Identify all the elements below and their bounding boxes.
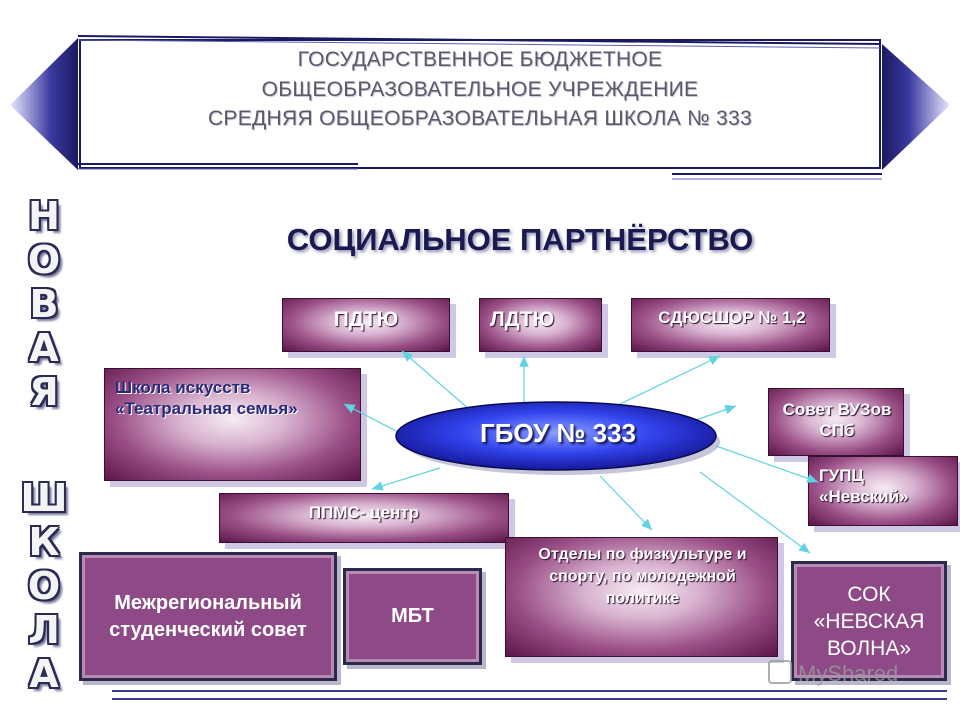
partner-sok: СОК «НЕВСКАЯ ВОЛНА»: [791, 561, 947, 681]
partner-sovet-vuzov: Совет ВУЗов СПб: [768, 388, 904, 456]
slogan-letter: Л: [28, 608, 60, 652]
partner-ldtyu: ЛДТЮ: [479, 298, 602, 352]
slogan-letter: Н: [28, 194, 60, 238]
watermark: MyShared: [768, 660, 898, 687]
partner-sdyushor: СДЮСШОР № 1,2: [631, 298, 830, 352]
right-arrow-decoration: [882, 44, 950, 170]
partner-otdely-label: Отделы по физкультуре и спорту, по молод…: [538, 546, 747, 607]
partner-ppms-label: ППМС- центр: [308, 503, 420, 522]
slogan-letter: О: [27, 564, 61, 608]
slogan-letter: А: [29, 652, 59, 696]
partner-sdyushor-label: СДЮСШОР № 1,2: [658, 308, 806, 327]
partner-gupts-label: ГУПЦ «Невский»: [819, 466, 909, 506]
slogan-letter: К: [28, 520, 60, 564]
slogan-letter: Я: [29, 370, 59, 414]
partner-student-council-label: Межрегиональный студенческий совет: [109, 591, 307, 641]
watermark-icon: [768, 660, 792, 684]
watermark-text: MyShared: [798, 661, 899, 686]
partner-otdely: Отделы по физкультуре и спорту, по молод…: [505, 537, 778, 657]
header-line-3: СРЕДНЯЯ ОБЩЕОБРАЗОВАТЕЛЬНАЯ ШКОЛА № 333: [207, 107, 753, 130]
arrow-to-sdyushor: [619, 355, 721, 405]
partner-pdtyu: ПДТЮ: [282, 298, 450, 352]
bottom-divider: [112, 690, 947, 700]
arrow-to-otdely: [599, 475, 653, 531]
partner-gupts: ГУПЦ «Невский»: [808, 456, 958, 526]
partner-mbt-label: МБТ: [391, 605, 434, 627]
slogan-letter: В: [29, 282, 59, 326]
header-banner: [10, 35, 950, 180]
partner-student-council: Межрегиональный студенческий совет: [79, 552, 337, 681]
partner-pdtyu-label: ПДТЮ: [333, 308, 399, 331]
partner-ppms: ППМС- центр: [219, 493, 509, 543]
partner-sok-label: СОК «НЕВСКАЯ ВОЛНА»: [813, 582, 925, 660]
center-label: ГБОУ № 333: [480, 418, 636, 448]
center-ellipse: [395, 401, 720, 475]
page-title: СОЦИАЛЬНОЕ ПАРТНЁРСТВО: [286, 222, 754, 257]
header-line-1: ГОСУДАРСТВЕННОЕ БЮДЖЕТНОЕ: [297, 48, 663, 71]
partner-arts-school: Школа искусств «Театральная семья»: [104, 368, 361, 481]
slogan-letter: А: [29, 326, 59, 370]
left-arrow-decoration: [10, 38, 78, 170]
slogan-letter: Ш: [20, 476, 68, 520]
partner-ldtyu-label: ЛДТЮ: [490, 308, 555, 331]
partner-sovet-vuzov-label: Совет ВУЗов СПб: [782, 400, 892, 440]
slogan-letter: О: [27, 238, 61, 282]
partner-mbt: МБТ: [343, 568, 482, 665]
partner-arts-school-label: Школа искусств «Театральная семья»: [115, 378, 298, 418]
header-line-2: ОБЩЕОБРАЗОВАТЕЛЬНОЕ УЧРЕЖДЕНИЕ: [261, 78, 699, 101]
